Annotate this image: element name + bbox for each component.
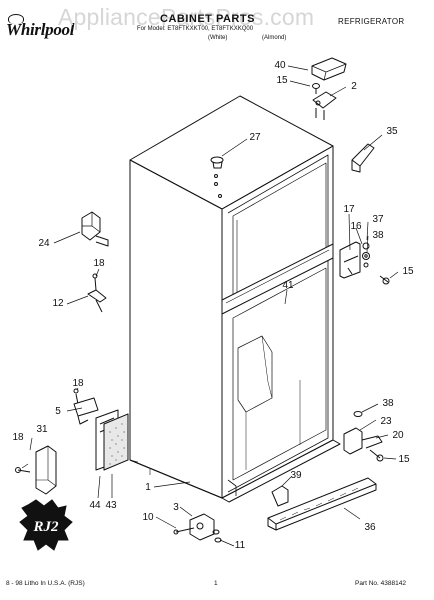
- callout-2: 2: [351, 81, 357, 92]
- callout-24: 24: [38, 238, 50, 249]
- callout-39: 39: [290, 470, 302, 481]
- rj2-badge-text: RJ2: [32, 519, 59, 535]
- brand-logo: Whirlpool: [6, 20, 75, 39]
- rj2-badge: RJ2: [19, 499, 73, 551]
- callout-31: 31: [36, 424, 48, 435]
- bottom-hinge: [189, 513, 215, 541]
- lower-right-hinge: [343, 427, 363, 455]
- callout-3: 3: [173, 502, 179, 513]
- callout-40: 40: [274, 60, 286, 71]
- callout-36: 36: [364, 522, 376, 533]
- callout-20: 20: [392, 430, 404, 441]
- callout-15-right: 15: [402, 266, 414, 277]
- callout-18-middle: 18: [72, 378, 84, 389]
- callout-17: 17: [343, 204, 355, 215]
- callout-16: 16: [350, 221, 362, 232]
- hinge-cover-lower: [35, 445, 57, 495]
- callout-15-lower: 15: [398, 454, 410, 465]
- document-type: REFRIGERATOR: [338, 17, 405, 26]
- watermark: AppliancePartsPros.com: [58, 4, 315, 30]
- hinge-cover: [311, 57, 347, 81]
- color-white-label: (White): [208, 35, 228, 41]
- callout-41: 41: [282, 280, 294, 291]
- callout-43: 43: [105, 500, 117, 511]
- cabinet-left-side: [129, 159, 223, 499]
- divider-rail: [221, 243, 334, 315]
- door-stop: [87, 289, 107, 303]
- insulation-pad: [103, 413, 129, 471]
- footer-part-number: Part No. 4388142: [355, 580, 406, 587]
- callout-15-top: 15: [276, 75, 288, 86]
- page-title: CABINET PARTS: [160, 13, 255, 25]
- lower-hinge-bracket: [73, 397, 99, 417]
- plug: [210, 156, 224, 164]
- callout-38-lower: 38: [382, 398, 394, 409]
- footer-page-number: 1: [214, 580, 218, 587]
- center-hinge: [339, 241, 361, 279]
- callout-1: 1: [145, 482, 151, 493]
- callout-18-upper: 18: [93, 258, 105, 269]
- callout-27: 27: [249, 132, 261, 143]
- model-subtitle: For Model: ET8FTKXKT00, ET8FTKXKQ00: [137, 26, 254, 32]
- callout-10: 10: [142, 512, 154, 523]
- hinge-pin-cup: [351, 143, 375, 167]
- callout-18-lower: 18: [12, 432, 24, 443]
- callout-37: 37: [372, 214, 384, 225]
- footer-litho: 8 - 98 Litho In U.S.A. (RJS): [6, 580, 85, 587]
- callout-35: 35: [386, 126, 398, 137]
- callout-12: 12: [52, 298, 64, 309]
- callout-44: 44: [89, 500, 101, 511]
- callout-11: 11: [235, 540, 246, 551]
- callout-5: 5: [55, 406, 61, 417]
- callout-23: 23: [380, 416, 392, 427]
- color-almond-label: (Almond): [262, 35, 287, 41]
- whirlpool-swirl-icon: [8, 14, 24, 24]
- callout-38-upper: 38: [372, 230, 384, 241]
